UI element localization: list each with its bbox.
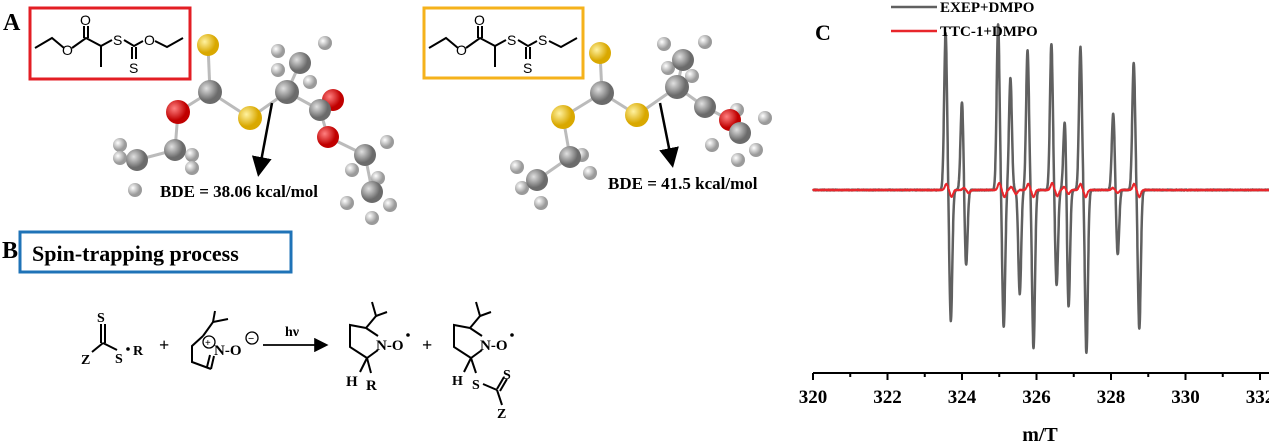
legend-label-exep: EXEP+DMPO: [940, 0, 1034, 16]
atom-o: O: [456, 42, 467, 58]
atom-o: O: [144, 32, 155, 48]
atom-s: S: [523, 60, 532, 76]
atom-s: S: [129, 60, 138, 76]
atom-o: O: [80, 12, 91, 28]
atom-h: H: [346, 374, 358, 390]
atom-r: R: [366, 378, 377, 394]
atom-r: R: [133, 344, 144, 359]
dmpo-structure: + N-O −: [192, 311, 258, 369]
x-axis-label: m/T: [1022, 424, 1058, 445]
x-tick-label: 332: [1246, 387, 1269, 408]
atom-h: H: [452, 374, 463, 389]
product2-adduct: N-O H S S Z: [452, 302, 514, 422]
atom-s: S: [472, 378, 480, 393]
n-oxyl-label: N-O: [480, 338, 508, 354]
x-tick-label: 326: [1022, 387, 1051, 408]
atom-s: S: [507, 32, 516, 48]
atom-z: Z: [81, 353, 90, 368]
panel-a-label: A: [3, 10, 21, 36]
epr-chart: 320 322 324 326 328 330 332 m/T EXEP+DMPO TTC-…: [799, 0, 1269, 445]
n-oxide-label: N-O: [214, 343, 242, 359]
molecule2-bde-label: BDE = 41.5 kcal/mol: [608, 174, 758, 193]
positive-charge: +: [205, 338, 211, 349]
x-tick-label: 328: [1097, 387, 1126, 408]
legend: EXEP+DMPO TTC-1+DMPO: [891, 0, 1038, 40]
panel-c-label: C: [815, 20, 831, 45]
atom-s: S: [113, 32, 122, 48]
n-oxyl-label: N-O: [376, 338, 404, 354]
negative-charge: −: [248, 333, 254, 345]
panel-b-label: B: [2, 238, 18, 264]
x-tick-label: 322: [873, 387, 902, 408]
product1-adduct: N-O H R: [346, 302, 410, 394]
atom-s: S: [97, 311, 105, 326]
legend-label-ttc1: TTC-1+DMPO: [940, 24, 1038, 40]
bond-cleavage-arrow: [660, 103, 672, 163]
plus-sign: +: [159, 335, 169, 355]
molecule1-box: [30, 8, 190, 79]
molecule2-box: [424, 8, 583, 78]
molecule1-skeletal-formula: O O S S O: [30, 8, 190, 79]
spin-trapping-title: Spin-trapping process: [32, 241, 239, 266]
atom-o: O: [474, 12, 485, 28]
light-label: hν: [285, 325, 300, 340]
molecule2-skeletal-formula: O O S S S: [424, 8, 583, 78]
atom-z: Z: [497, 407, 506, 422]
series-line-exep-dmpo: [813, 24, 1269, 352]
reactant-trithiocarbonate: S Z S R: [81, 311, 144, 368]
molecule1-bde-label: BDE = 38.06 kcal/mol: [160, 182, 318, 201]
x-tick-label: 324: [948, 387, 977, 408]
series-line-ttc-1-dmpo: [813, 183, 1269, 197]
atom-s: S: [538, 32, 547, 48]
plus-sign: +: [422, 335, 432, 355]
atom-o: O: [62, 42, 73, 58]
atom-s: S: [115, 352, 123, 367]
atom-s: S: [503, 368, 511, 383]
x-tick-label: 320: [799, 387, 828, 408]
x-tick-label: 330: [1171, 387, 1200, 408]
